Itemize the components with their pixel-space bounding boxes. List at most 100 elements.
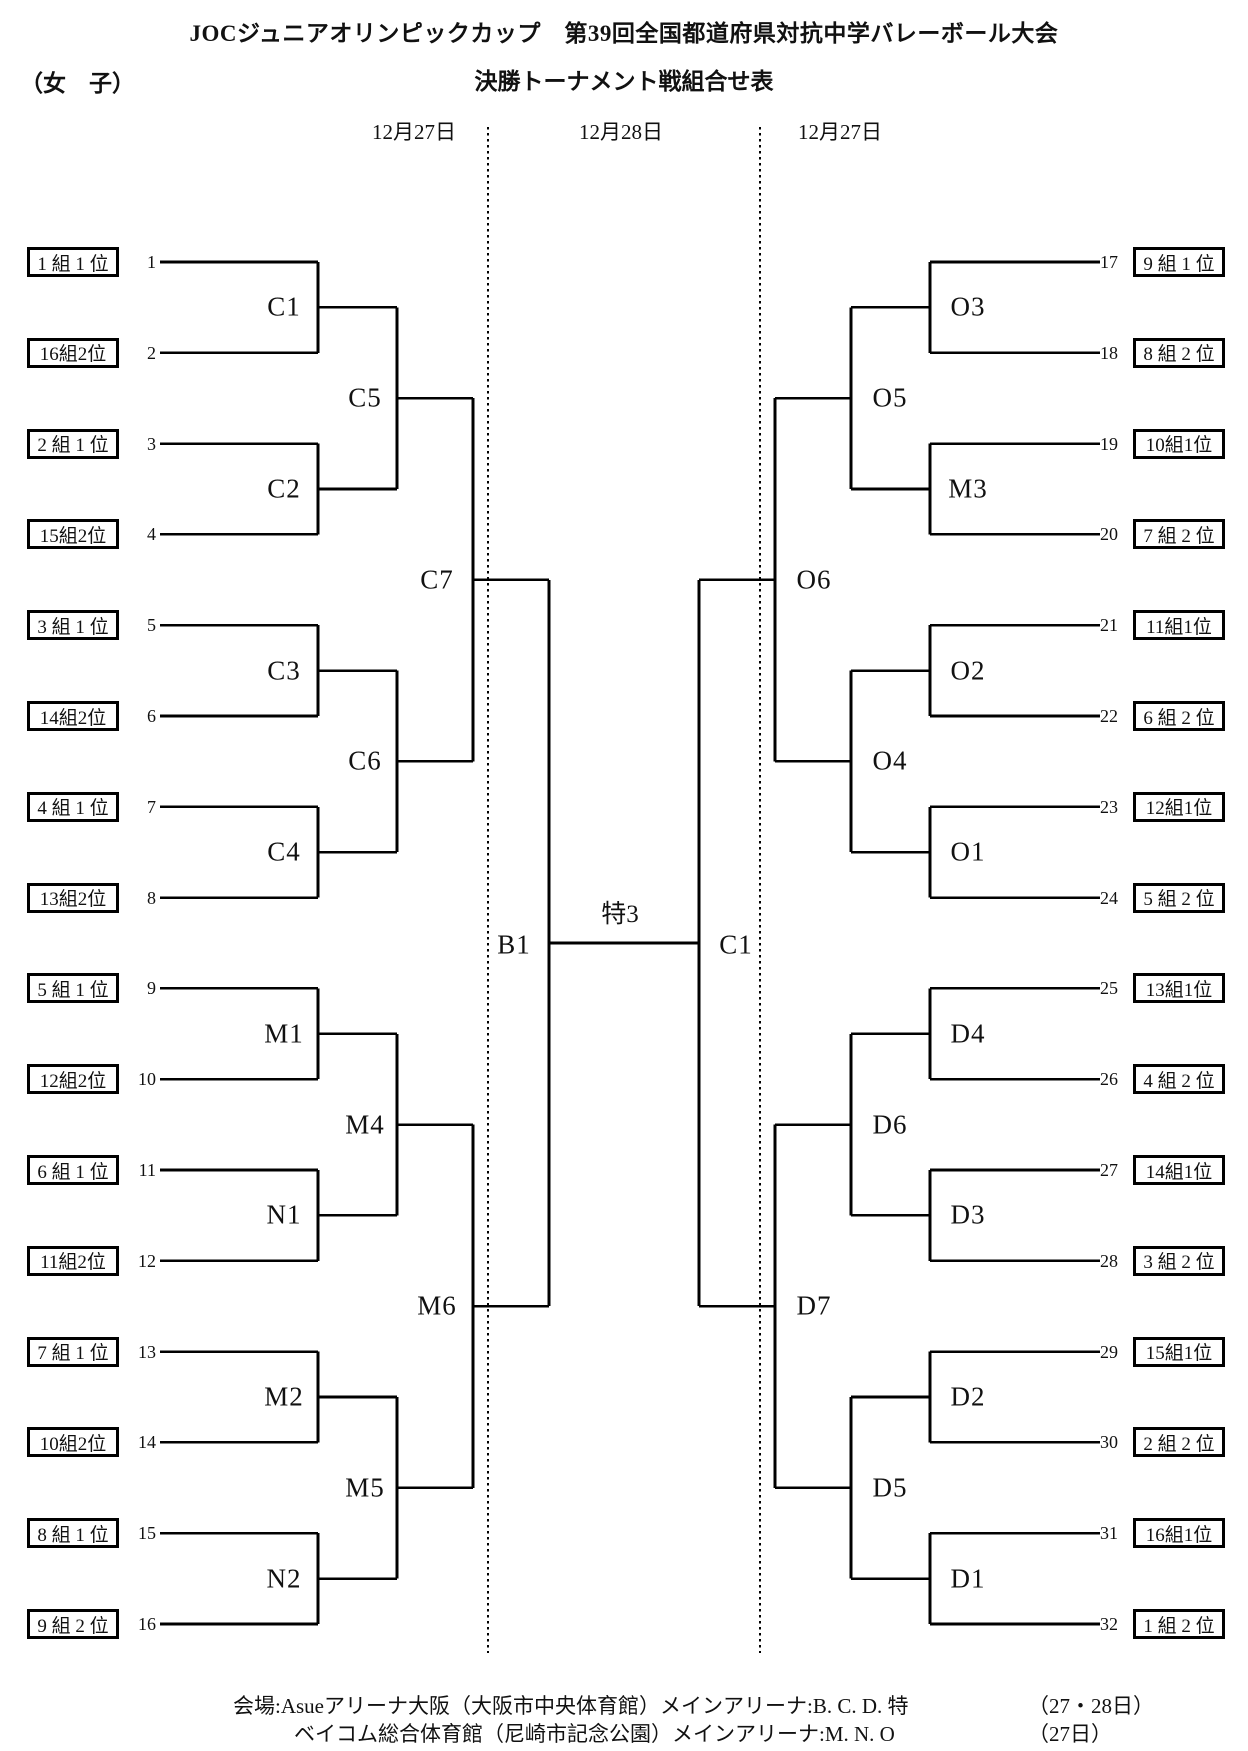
day-divider-lines [487, 127, 761, 1653]
seed-number-12: 12 [138, 1250, 156, 1271]
match-label-left-r1-c2: C2 [267, 473, 301, 504]
seed-number-17: 17 [1100, 252, 1118, 272]
match-label-right-r2-d5: D5 [872, 1472, 908, 1503]
seed-box-28: 3 組 2 位 [1133, 1245, 1225, 1276]
seed-number-4: 4 [147, 524, 156, 545]
bracket-connector-lines [160, 260, 1100, 1626]
match-label-right-r1-o2: O2 [950, 655, 986, 686]
seed-box-26: 4 組 2 位 [1133, 1064, 1225, 1095]
seed-number-5: 5 [147, 615, 156, 636]
seed-number-23: 23 [1100, 796, 1118, 817]
seed-number-22: 22 [1100, 706, 1118, 726]
match-label-left-r1-n2: N2 [266, 1563, 302, 1594]
seed-box-21: 11組1位 [1133, 610, 1225, 641]
seed-box-10: 12組2位 [27, 1064, 119, 1095]
match-label-left-r1-n1: N1 [266, 1199, 302, 1230]
seed-box-14: 10組2位 [27, 1427, 119, 1458]
seed-number-26: 26 [1100, 1069, 1118, 1090]
venue-dates-2: （27日） [1028, 1722, 1112, 1746]
seed-box-5: 3 組 1 位 [27, 610, 119, 641]
seed-number-16: 16 [138, 1614, 156, 1634]
seed-number-20: 20 [1100, 524, 1118, 545]
seed-number-27: 27 [1100, 1160, 1118, 1180]
seed-box-32: 1 組 2 位 [1133, 1609, 1225, 1639]
page-title: JOCジュニアオリンピックカップ 第39回全国都道府県対抗中学バレーボール大会 [189, 21, 1059, 46]
seed-number-8: 8 [147, 887, 156, 908]
match-label-right-r1-d4: D4 [950, 1018, 986, 1049]
seed-number-24: 24 [1100, 887, 1118, 908]
seed-number-1: 1 [147, 252, 156, 272]
seed-box-20: 7 組 2 位 [1133, 519, 1225, 550]
seed-number-7: 7 [147, 796, 156, 817]
seed-number-21: 21 [1100, 615, 1118, 636]
seed-box-30: 2 組 2 位 [1133, 1427, 1225, 1458]
seed-box-23: 12組1位 [1133, 791, 1225, 822]
seed-box-8: 13組2位 [27, 882, 119, 913]
seed-box-3: 2 組 1 位 [27, 428, 119, 459]
match-label-left-r2-c5: C5 [348, 382, 382, 413]
semifinal-label-right: C1 [719, 929, 753, 960]
match-label-right-r1-o3: O3 [950, 291, 986, 322]
match-label-right-r1-d2: D2 [950, 1381, 986, 1412]
seed-number-25: 25 [1100, 978, 1118, 999]
match-label-left-r1-m2: M2 [264, 1381, 304, 1412]
date-label-left: 12月27日 [372, 120, 456, 144]
seed-number-10: 10 [138, 1069, 156, 1090]
seed-number-29: 29 [1100, 1341, 1118, 1362]
match-label-left-r1-c4: C4 [267, 836, 301, 867]
date-label-middle: 12月28日 [579, 120, 663, 144]
seed-box-25: 13組1位 [1133, 973, 1225, 1004]
seed-box-18: 8 組 2 位 [1133, 337, 1225, 368]
match-label-left-r1-c3: C3 [267, 655, 301, 686]
seed-box-4: 15組2位 [27, 519, 119, 550]
seed-box-31: 16組1位 [1133, 1518, 1225, 1549]
seed-box-12: 11組2位 [27, 1245, 119, 1276]
seed-box-11: 6 組 1 位 [27, 1155, 119, 1185]
match-label-right-r1-d1: D1 [950, 1563, 986, 1594]
gender-label: （女 子） [20, 71, 135, 96]
match-label-left-r1-m1: M1 [264, 1018, 304, 1049]
match-label-left-r3-m6: M6 [417, 1290, 457, 1321]
seed-box-17: 9 組 1 位 [1133, 247, 1225, 277]
venue-line-2: ベイコム総合体育館（尼崎市記念公園）メインアリーナ:M. N. O [294, 1722, 895, 1746]
seed-box-15: 8 組 1 位 [27, 1518, 119, 1549]
seed-number-31: 31 [1100, 1523, 1118, 1544]
seed-number-32: 32 [1100, 1614, 1118, 1634]
seed-number-9: 9 [147, 978, 156, 999]
seed-number-11: 11 [138, 1160, 156, 1180]
seed-number-19: 19 [1100, 433, 1118, 454]
seed-box-19: 10組1位 [1133, 428, 1225, 459]
match-label-left-r2-m5: M5 [345, 1472, 385, 1503]
match-label-right-r1-o1: O1 [950, 836, 986, 867]
final-match-label: 特3 [601, 901, 639, 928]
seed-number-18: 18 [1100, 342, 1118, 363]
match-label-right-r2-o5: O5 [872, 382, 908, 413]
seed-box-2: 16組2位 [27, 337, 119, 368]
seed-number-30: 30 [1100, 1432, 1118, 1453]
seed-number-14: 14 [138, 1432, 156, 1453]
seed-box-1: 1 組 1 位 [27, 247, 119, 277]
seed-number-28: 28 [1100, 1250, 1118, 1271]
match-label-left-r3-c7: C7 [420, 564, 454, 595]
date-label-right: 12月27日 [798, 120, 882, 144]
match-label-right-r2-o4: O4 [872, 745, 908, 776]
match-label-right-r1-d3: D3 [950, 1199, 986, 1230]
match-label-right-r1-m3: M3 [948, 473, 988, 504]
seed-number-15: 15 [138, 1523, 156, 1544]
page-subtitle: 決勝トーナメント戦組合せ表 [474, 69, 774, 94]
seed-box-13: 7 組 1 位 [27, 1336, 119, 1367]
seed-box-27: 14組1位 [1133, 1155, 1225, 1185]
match-label-left-r1-c1: C1 [267, 291, 301, 322]
seed-box-9: 5 組 1 位 [27, 973, 119, 1004]
seed-box-16: 9 組 2 位 [27, 1609, 119, 1639]
match-label-right-r3-d7: D7 [796, 1290, 832, 1321]
match-label-left-r2-c6: C6 [348, 745, 382, 776]
match-label-right-r2-d6: D6 [872, 1109, 908, 1140]
seed-box-7: 4 組 1 位 [27, 791, 119, 822]
semifinal-label-left: B1 [497, 929, 531, 960]
seed-number-13: 13 [138, 1341, 156, 1362]
seed-number-6: 6 [147, 706, 156, 726]
match-label-right-r3-o6: O6 [796, 564, 832, 595]
